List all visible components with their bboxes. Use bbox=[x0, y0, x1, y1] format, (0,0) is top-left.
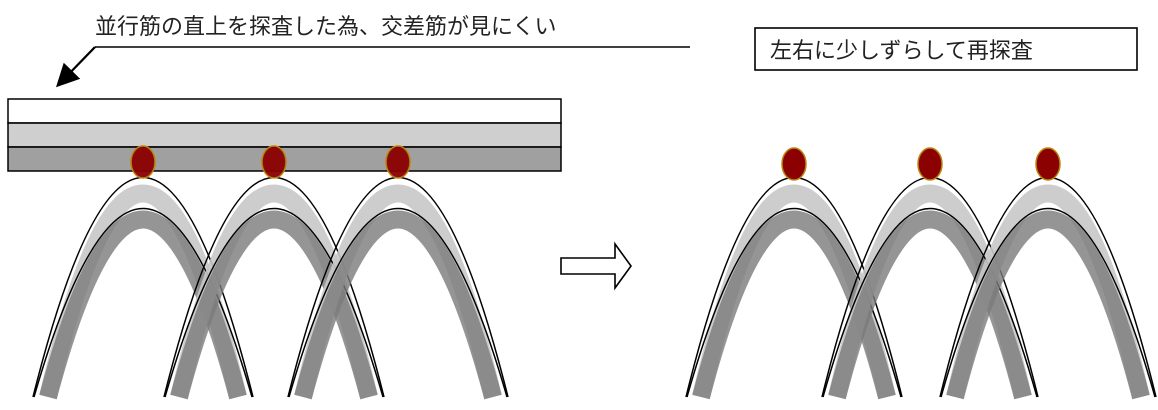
hyperbola-band-dark-r2 bbox=[828, 210, 1032, 400]
hyperbola-band-dark-3 bbox=[294, 210, 502, 400]
rebar-right-3 bbox=[1035, 147, 1061, 181]
caption-right: 左右に少しずらして再探査 bbox=[770, 39, 1033, 64]
slab-top-layer bbox=[7, 98, 562, 124]
rebar-right-2 bbox=[917, 147, 943, 181]
hyperbola-inner-2 bbox=[164, 208, 384, 398]
hyperbola-inner-r2 bbox=[822, 208, 1038, 398]
rebar-left-1 bbox=[130, 145, 156, 179]
hyperbola-inner-1 bbox=[33, 208, 253, 398]
hyperbola-band-dark-2 bbox=[170, 210, 378, 400]
hyperbola-inner-r3 bbox=[940, 208, 1156, 398]
hyperbola-band-dark-r3 bbox=[946, 210, 1150, 400]
rebar-left-3 bbox=[385, 145, 411, 179]
caption-left: 並行筋の直上を探査した為、交差筋が見にくい bbox=[95, 15, 557, 40]
right-arrow-icon bbox=[560, 241, 632, 291]
caption-right-box bbox=[754, 27, 1138, 71]
right-diagram bbox=[685, 147, 1157, 400]
hyperbola-inner-3 bbox=[288, 208, 508, 398]
left-diagram bbox=[7, 98, 562, 400]
slab-middle-layer bbox=[7, 122, 562, 148]
rebar-left-2 bbox=[261, 145, 287, 179]
rebar-right-1 bbox=[781, 147, 807, 181]
arrow-icon bbox=[55, 46, 96, 88]
